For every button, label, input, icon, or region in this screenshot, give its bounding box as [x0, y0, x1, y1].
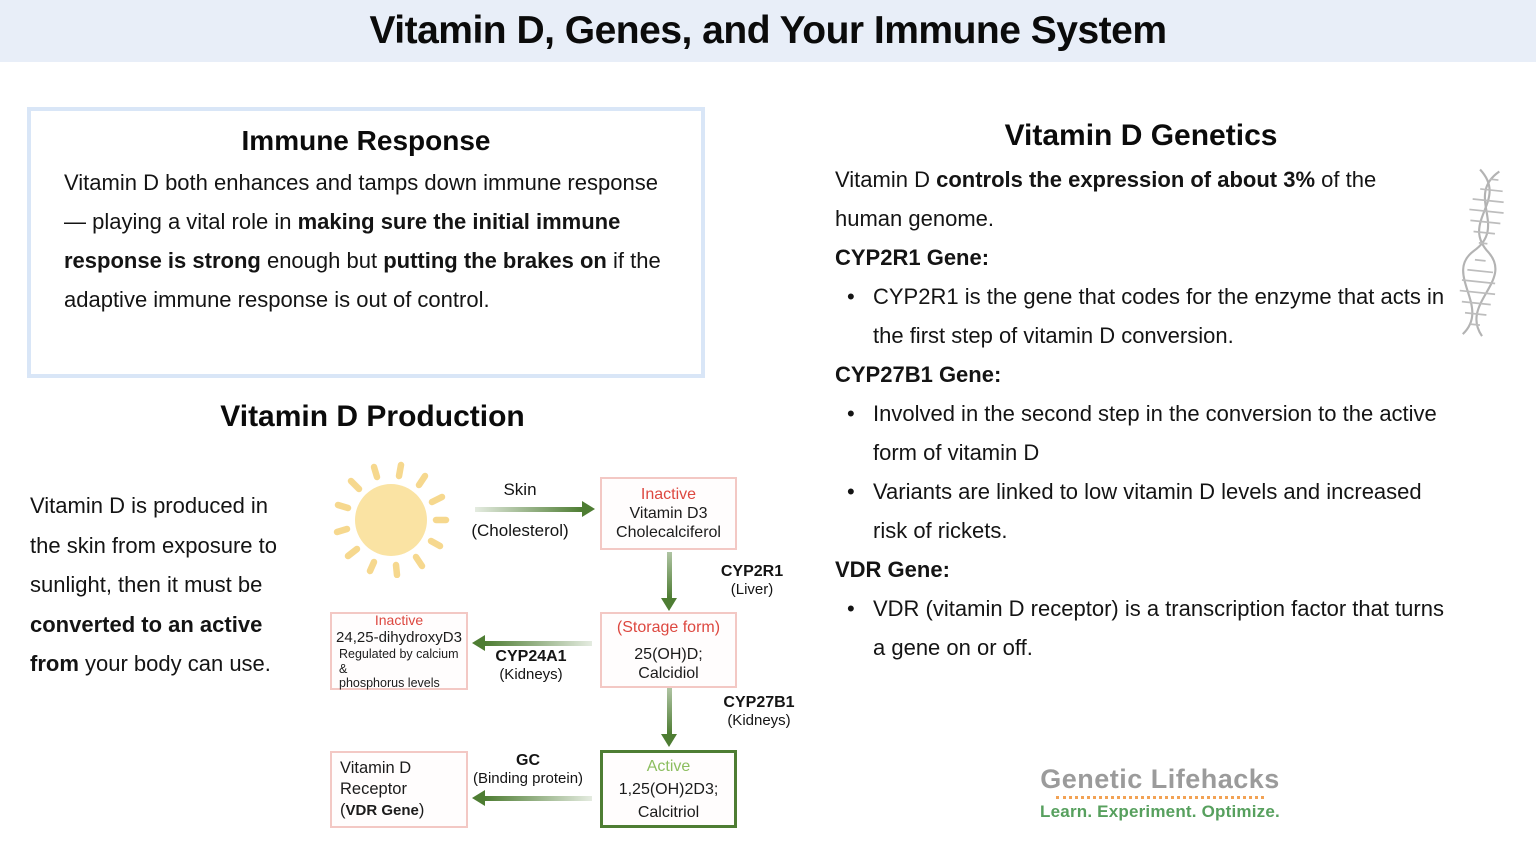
bullet-dot: •: [847, 284, 855, 309]
bullet-item: • Variants are linked to low vitamin D l…: [835, 472, 1447, 550]
gene-heading-cyp27b1: CYP27B1 Gene:: [835, 362, 1002, 387]
box-inactive-vitamin-d3: Inactive Vitamin D3 Cholecalciferol: [600, 477, 737, 550]
enzyme-cyp2r1-site: (Liver): [730, 581, 774, 598]
box2-line1: 25(OH)D; Calcidiol: [634, 645, 703, 682]
box3-line2: Regulated by calcium &: [339, 647, 459, 676]
box5-line2: (VDR Gene): [340, 801, 425, 819]
box1-line2: Cholecalciferol: [616, 524, 721, 541]
bullet-text: Variants are linked to low vitamin D lev…: [873, 479, 1422, 543]
enzyme-cyp24a1-label: CYP24A1 (Kidneys): [476, 648, 586, 684]
arrow-d3-to-storage: [661, 552, 677, 612]
immune-response-heading: Immune Response: [241, 125, 491, 156]
genetic-lifehacks-logo: Genetic Lifehacks Learn. Experiment. Opt…: [1040, 764, 1280, 822]
bullet-dot: •: [847, 479, 855, 504]
box4-status: Active: [646, 757, 691, 775]
enzyme-cyp24a1-site: (Kidneys): [499, 666, 563, 683]
enzyme-cyp27b1-label: CYP27B1 (Kidneys): [704, 694, 814, 730]
box5-line1: Vitamin D Receptor: [340, 759, 412, 798]
box1-line1: Vitamin D3: [629, 505, 708, 522]
box2-status: (Storage form): [616, 618, 721, 636]
genetics-section: Vitamin D Genetics Vitamin D controls th…: [835, 118, 1447, 667]
box-inactive-2425-dihydroxyd3: Inactive 24,25-dihydroxyD3 Regulated by …: [330, 612, 468, 690]
bullet-item: • Involved in the second step in the con…: [835, 394, 1447, 472]
title-bar: Vitamin D, Genes, and Your Immune System: [0, 0, 1536, 62]
genetics-intro: Vitamin D controls the expression of abo…: [835, 167, 1377, 231]
page-title: Vitamin D, Genes, and Your Immune System: [369, 9, 1167, 52]
bullet-item: • CYP2R1 is the gene that codes for the …: [835, 277, 1447, 355]
bullet-dot: •: [847, 596, 855, 621]
immune-response-box: Immune Response Vitamin D both enhances …: [27, 107, 705, 378]
box3-status: Inactive: [374, 612, 424, 629]
enzyme-gc-name: GC: [516, 752, 540, 769]
arrow-cholesterol-label: (Cholesterol): [471, 521, 569, 540]
production-heading: Vitamin D Production: [220, 400, 525, 433]
arrow-storage-to-2425: [472, 635, 592, 651]
gene-heading-cyp2r1: CYP2R1 Gene:: [835, 245, 990, 270]
immune-response-text: Vitamin D both enhances and tamps down i…: [64, 170, 661, 312]
production-intro-text: Vitamin D is produced in the skin from e…: [30, 493, 278, 676]
logo-name: Genetic Lifehacks: [1040, 764, 1280, 794]
arrow-storage-to-active: [661, 688, 677, 748]
bullet-item: • VDR (vitamin D receptor) is a transcri…: [835, 589, 1447, 667]
box-storage-form: (Storage form) 25(OH)D; Calcidiol: [600, 612, 737, 688]
enzyme-cyp2r1-label: CYP2R1 (Liver): [700, 563, 804, 599]
box-active-calcitriol: Active 1,25(OH)2D3; Calcitriol: [600, 750, 737, 828]
enzyme-gc-label: GC (Binding protein): [453, 752, 603, 788]
box4-line1: 1,25(OH)2D3;: [618, 780, 719, 798]
enzyme-cyp24a1-name: CYP24A1: [495, 648, 567, 665]
dna-helix-icon: [1448, 168, 1516, 345]
box1-status: Inactive: [640, 486, 697, 503]
arrow-active-to-vdr: [472, 790, 592, 806]
bullet-text: CYP2R1 is the gene that codes for the en…: [873, 284, 1445, 348]
box3-line1: 24,25-dihydroxyD3: [336, 629, 462, 647]
bullet-text: Involved in the second step in the conve…: [873, 401, 1437, 465]
box-vitamin-d-receptor: Vitamin D Receptor (VDR Gene): [330, 751, 468, 828]
enzyme-cyp27b1-site: (Kidneys): [727, 712, 791, 729]
arrow-skin-label: Skin: [503, 480, 537, 499]
box3-line3: phosphorus levels: [339, 676, 440, 691]
logo-tagline: Learn. Experiment. Optimize.: [1040, 802, 1280, 821]
gene-heading-vdr: VDR Gene:: [835, 557, 950, 582]
box4-line2: Calcitriol: [637, 803, 700, 821]
enzyme-cyp2r1-name: CYP2R1: [720, 563, 784, 580]
bullet-dot: •: [847, 401, 855, 426]
arrow-sun-to-d3: [475, 501, 595, 517]
genetics-heading: Vitamin D Genetics: [1004, 119, 1278, 152]
logo-dotted-divider: [1056, 796, 1264, 799]
bullet-text: VDR (vitamin D receptor) is a transcript…: [873, 596, 1444, 660]
enzyme-cyp27b1-name: CYP27B1: [723, 694, 795, 711]
enzyme-gc-site: (Binding protein): [472, 770, 584, 787]
sun-icon: [332, 460, 450, 583]
